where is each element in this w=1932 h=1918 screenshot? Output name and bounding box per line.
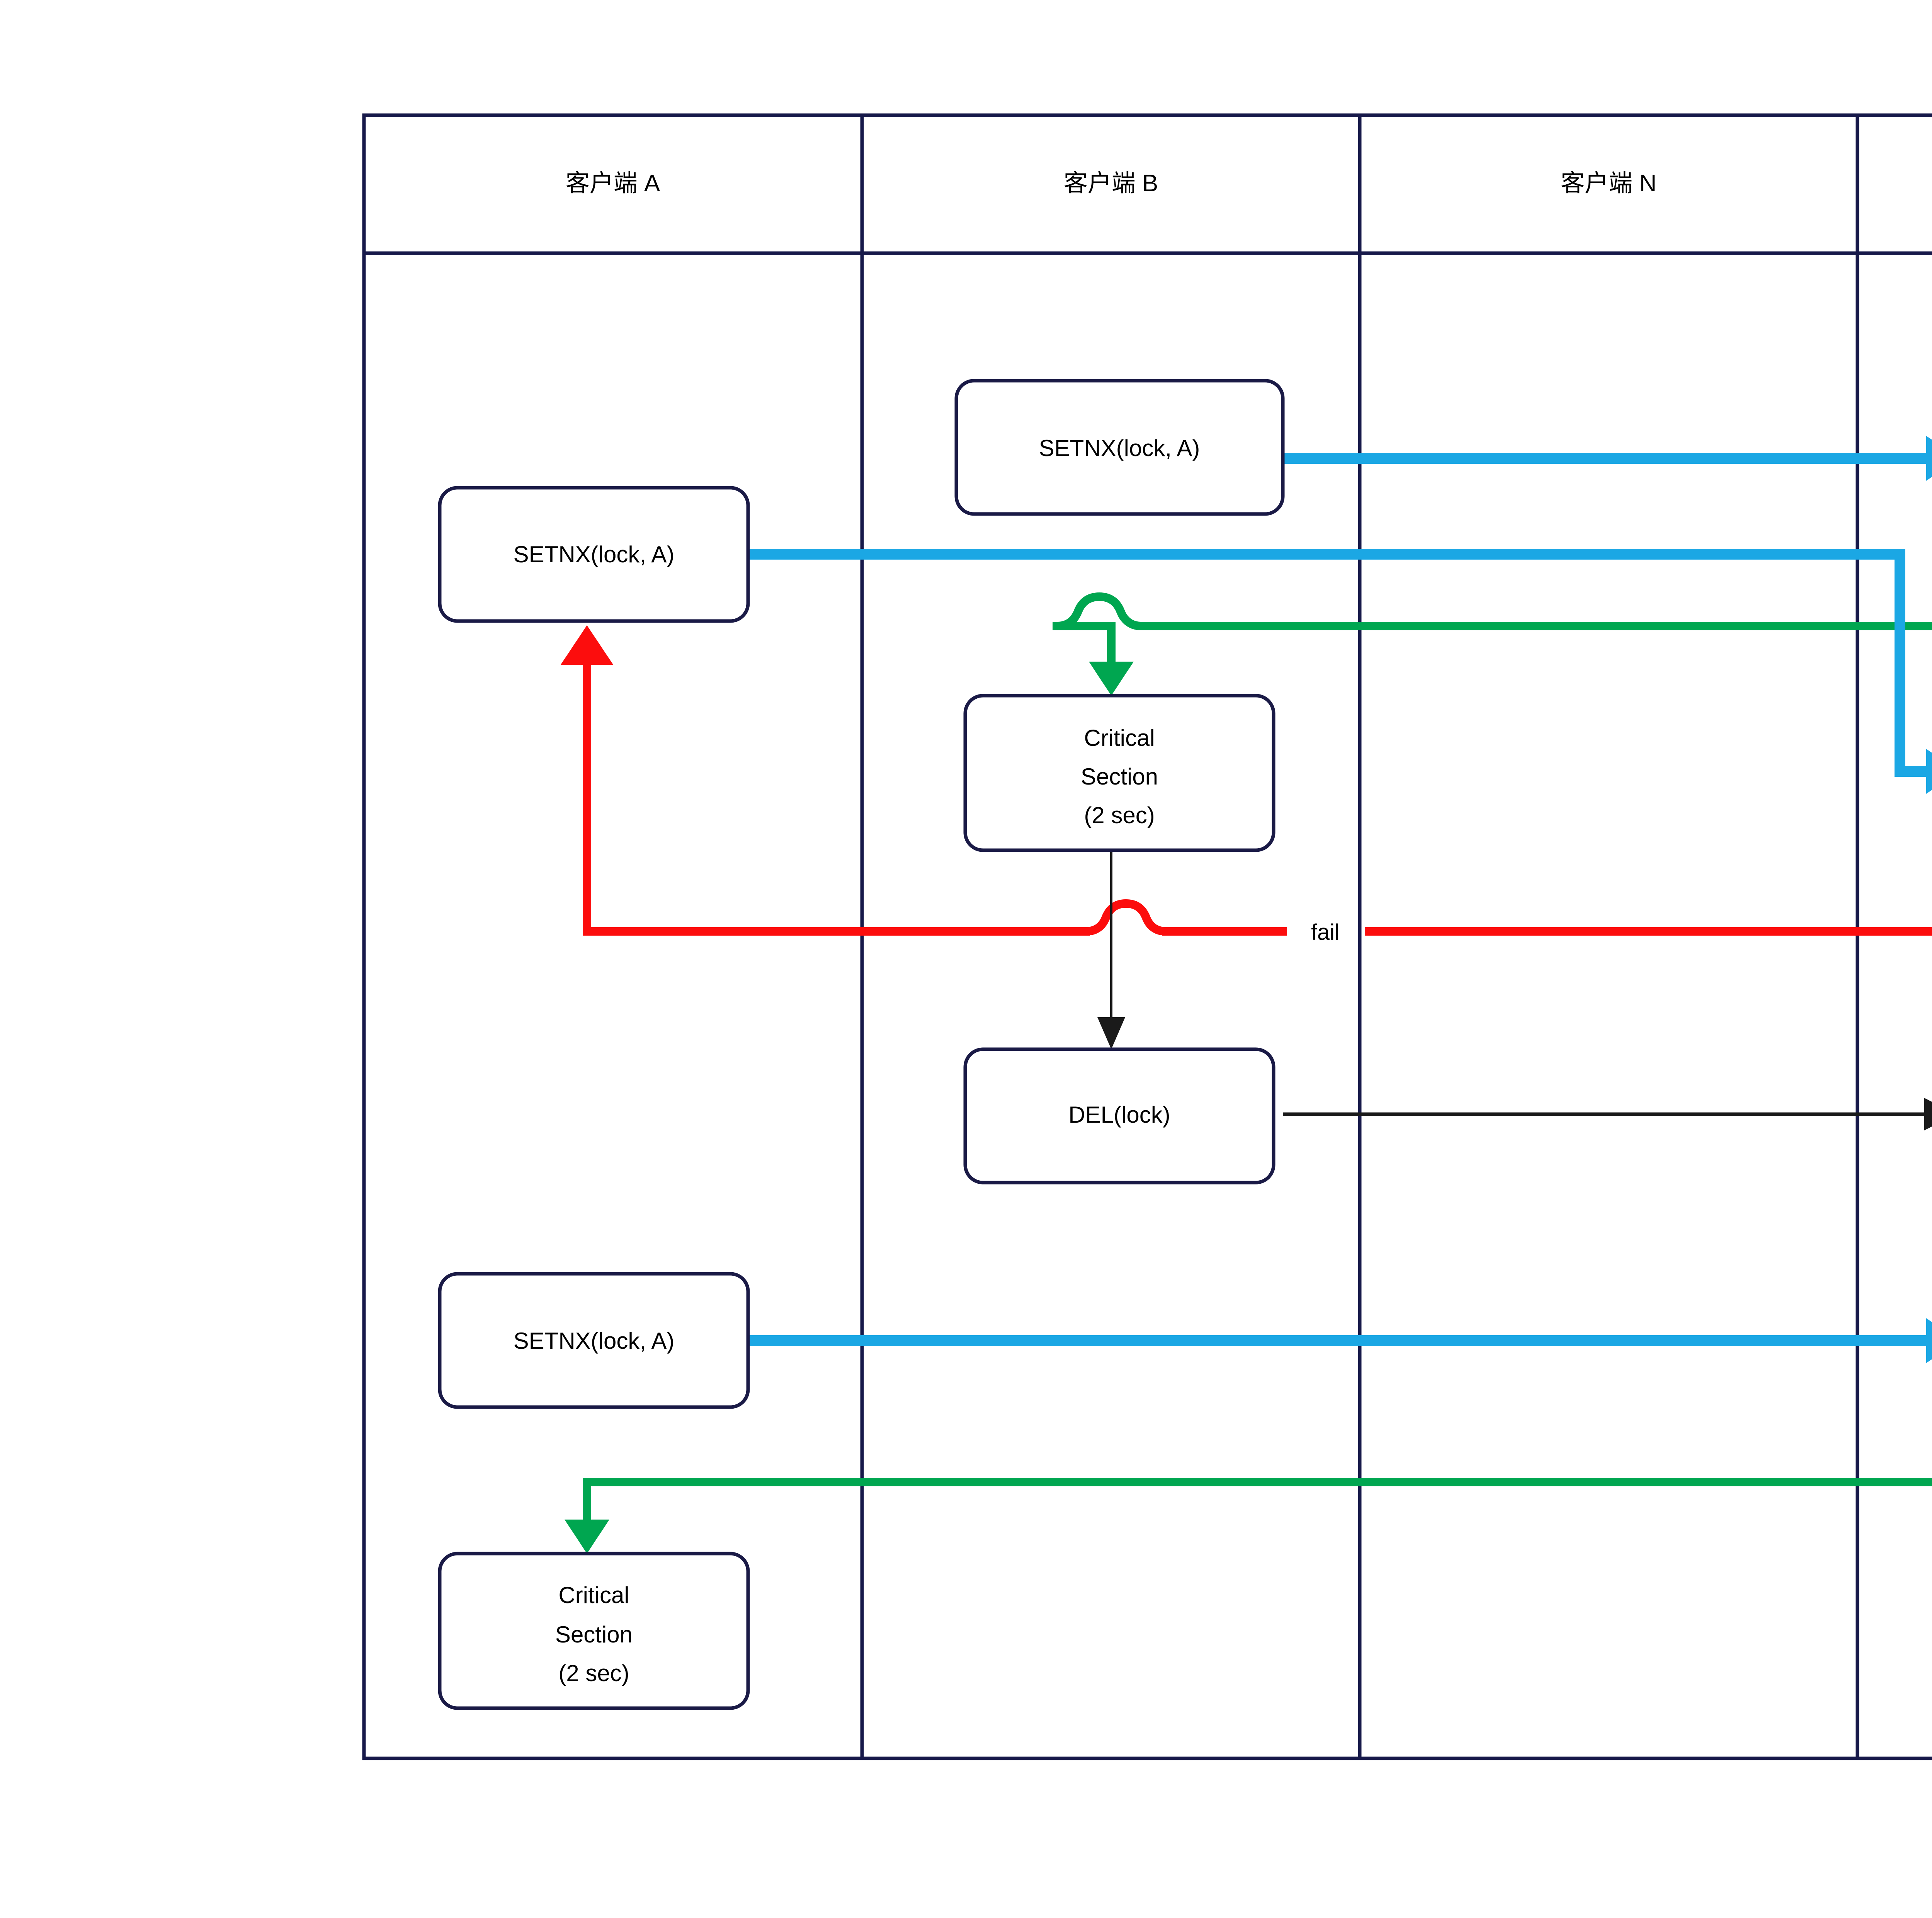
node-a-setnx-2-label: SETNX(lock, A) <box>514 1328 675 1354</box>
edge-a-setnx2-to-redis <box>748 1318 1932 1363</box>
node-b-setnx-label: SETNX(lock, A) <box>1039 435 1200 461</box>
node-a-setnx-2[interactable]: SETNX(lock, A) <box>438 1272 750 1409</box>
edge-b-del-to-redis-success <box>1283 1098 1932 1130</box>
edge-label-fail: fail <box>1311 920 1340 945</box>
node-b-setnx[interactable]: SETNX(lock, A) <box>954 379 1285 516</box>
lane-frame <box>362 113 1932 1760</box>
node-a-critical-line-1: Critical <box>558 1582 629 1608</box>
edge-redis-fail-to-a-setnx1 <box>561 625 1932 936</box>
lane-header-client-n: 客户端 N <box>1561 170 1656 197</box>
lane-header-client-a: 客户端 A <box>566 170 660 197</box>
node-b-critical-line-3: (2 sec) <box>1084 802 1155 828</box>
lane-header-client-b: 客户端 B <box>1064 170 1158 197</box>
edge-b-setnx-to-redis <box>1283 436 1932 481</box>
node-a-setnx-1-label: SETNX(lock, A) <box>514 541 675 567</box>
node-b-critical-line-2: Section <box>1081 764 1158 790</box>
node-a-setnx-1[interactable]: SETNX(lock, A) <box>438 486 750 623</box>
edge-redis-success-to-a-critical <box>565 1478 1932 1554</box>
node-b-del[interactable]: DEL(lock) <box>963 1047 1276 1184</box>
node-a-critical-line-3: (2 sec) <box>558 1660 629 1686</box>
node-a-critical-section[interactable]: Critical Section (2 sec) <box>438 1552 750 1710</box>
edge-redis-success-to-b-critical <box>1053 592 1932 696</box>
node-b-critical-section[interactable]: Critical Section (2 sec) <box>963 694 1276 852</box>
edge-a-setnx1-to-redis-fail <box>748 549 1932 794</box>
node-b-del-label: DEL(lock) <box>1068 1102 1170 1128</box>
node-b-critical-line-1: Critical <box>1084 725 1155 751</box>
node-a-critical-line-2: Section <box>555 1622 633 1647</box>
